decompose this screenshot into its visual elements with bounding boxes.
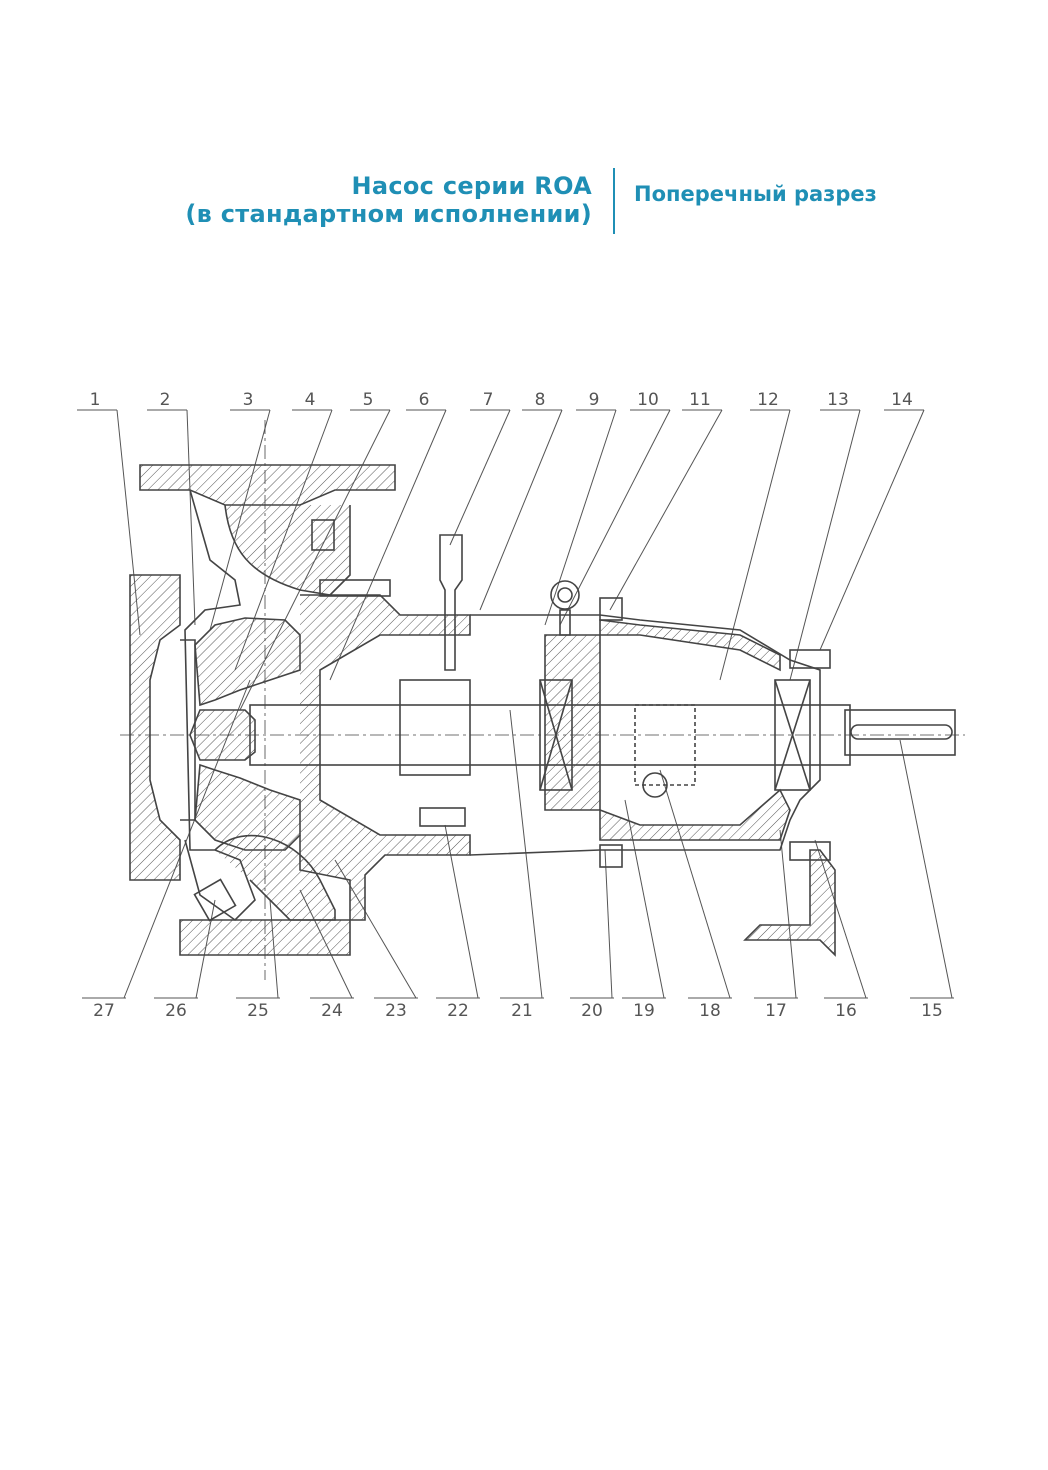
bolt xyxy=(193,878,237,922)
leader-line xyxy=(604,849,613,999)
impeller xyxy=(194,617,301,707)
part-label-top: 6 xyxy=(419,390,430,410)
part-label-top: 1 xyxy=(90,390,101,410)
vent-fitting xyxy=(439,534,463,671)
suction-flange xyxy=(129,574,181,881)
leader-line xyxy=(509,709,543,999)
leader-line xyxy=(479,409,563,611)
part-label-top: 13 xyxy=(827,390,849,410)
part-label-bottom: 23 xyxy=(385,1001,407,1021)
part-label-bottom: 24 xyxy=(321,1001,343,1021)
part-label-top: 8 xyxy=(535,390,546,410)
title-divider xyxy=(613,168,615,234)
bearing-housing xyxy=(469,614,821,856)
part-label-top: 10 xyxy=(637,390,659,410)
leader-line xyxy=(449,409,511,546)
bolt xyxy=(319,579,391,597)
title-line-1: Насос серии ROA xyxy=(351,172,592,200)
part-label-top: 5 xyxy=(363,390,374,410)
pump-body xyxy=(120,420,965,980)
part-label-bottom: 17 xyxy=(765,1001,787,1021)
oil-window xyxy=(634,704,696,786)
casing-cover xyxy=(299,594,471,921)
bolt xyxy=(419,807,466,827)
part-label-bottom: 18 xyxy=(699,1001,721,1021)
leader-line xyxy=(779,829,797,999)
part-label-top: 11 xyxy=(689,390,711,410)
shaft-end xyxy=(844,709,956,756)
bolt xyxy=(599,844,623,868)
part-label-bottom: 15 xyxy=(921,1001,943,1021)
discharge-flange xyxy=(139,464,396,506)
leader-line xyxy=(334,859,417,999)
leader-line xyxy=(609,409,723,611)
part-label-bottom: 20 xyxy=(581,1001,603,1021)
keyway xyxy=(850,724,953,740)
bolt xyxy=(311,519,335,551)
leader-line xyxy=(659,769,731,999)
leader-line xyxy=(186,409,196,626)
part-label-bottom: 26 xyxy=(165,1001,187,1021)
part-label-bottom: 19 xyxy=(633,1001,655,1021)
title-block: Насос серии ROA (в стандартном исполнени… xyxy=(185,172,592,228)
bolt xyxy=(789,649,831,669)
part-label-bottom: 25 xyxy=(247,1001,269,1021)
part-label-bottom: 27 xyxy=(93,1001,115,1021)
part-label-top: 2 xyxy=(160,390,171,410)
bearing-support xyxy=(743,849,836,957)
leader-line xyxy=(559,409,671,626)
part-label-top: 7 xyxy=(483,390,494,410)
bolt xyxy=(599,597,623,621)
part-label-bottom: 21 xyxy=(511,1001,533,1021)
leader-line xyxy=(789,409,861,681)
leader-line xyxy=(899,739,953,999)
mechanical-seal xyxy=(399,679,471,776)
part-label-top: 9 xyxy=(589,390,600,410)
title-line-2: (в стандартном исполнении) xyxy=(185,200,592,228)
leader-line xyxy=(819,409,925,651)
lifting-eye xyxy=(550,580,580,610)
part-label-top: 14 xyxy=(891,390,913,410)
part-label-bottom: 22 xyxy=(447,1001,469,1021)
leader-line xyxy=(544,409,617,626)
part-label-top: 12 xyxy=(757,390,779,410)
part-label-top: 4 xyxy=(305,390,316,410)
casing-foot xyxy=(179,919,351,956)
leader-lines xyxy=(77,409,954,999)
part-label-top: 3 xyxy=(243,390,254,410)
bolt xyxy=(789,841,831,861)
subtitle: Поперечный разрез xyxy=(634,182,877,206)
header: Насос серии ROA (в стандартном исполнени… xyxy=(0,168,1048,238)
part-label-bottom: 16 xyxy=(835,1001,857,1021)
